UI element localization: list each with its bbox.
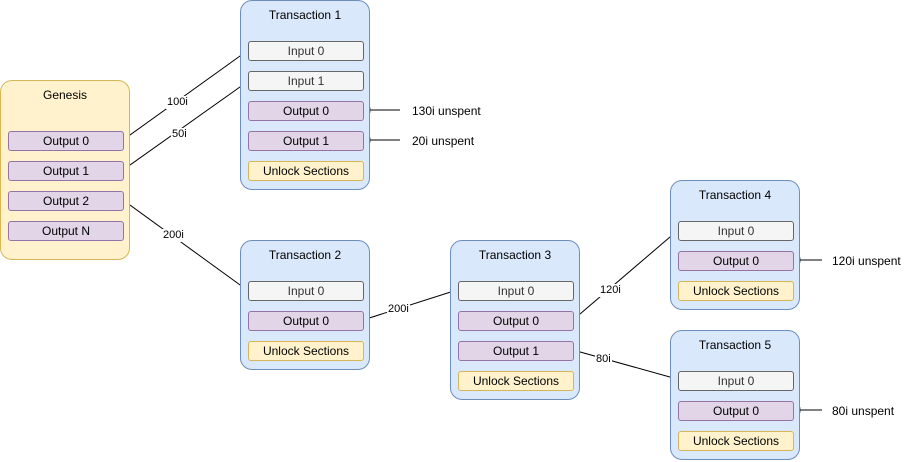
genesis-node[interactable]: Genesis Output 0 Output 1 Output 2 Outpu…: [0, 80, 130, 260]
transaction-5-output-0[interactable]: Output 0: [678, 401, 794, 421]
edge-label-80i: 80i: [595, 353, 612, 366]
genesis-output-2[interactable]: Output 2: [8, 191, 124, 211]
genesis-output-0[interactable]: Output 0: [8, 131, 124, 151]
transaction-2-input-0[interactable]: Input 0: [248, 281, 364, 301]
transaction-2-title: Transaction 2: [268, 248, 342, 262]
edge-label-200i-genesis: 200i: [162, 229, 185, 242]
transaction-3-input-0[interactable]: Input 0: [458, 281, 574, 301]
edge-tx3-out0-to-tx4-in0: [572, 230, 678, 321]
genesis-title: Genesis: [42, 88, 88, 102]
edge-g-out1-to-tx1-in1: [122, 81, 248, 171]
unspent-note-tx1-out1: 20i unspent: [412, 134, 475, 148]
transaction-4-output-0[interactable]: Output 0: [678, 251, 794, 271]
transaction-1-unlock-sections[interactable]: Unlock Sections: [248, 161, 364, 181]
edge-g-out0-to-tx1-in0: [122, 50, 248, 141]
transaction-2-node[interactable]: Transaction 2 Input 0 Output 0 Unlock Se…: [240, 240, 370, 370]
edge-label-50i: 50i: [171, 128, 188, 141]
transaction-4-node[interactable]: Transaction 4 Input 0 Output 0 Unlock Se…: [670, 180, 800, 310]
transaction-3-output-0[interactable]: Output 0: [458, 311, 574, 331]
transaction-2-unlock-sections[interactable]: Unlock Sections: [248, 341, 364, 361]
transaction-5-unlock-sections[interactable]: Unlock Sections: [678, 431, 794, 451]
transaction-1-output-1[interactable]: Output 1: [248, 131, 364, 151]
transaction-1-input-1[interactable]: Input 1: [248, 71, 364, 91]
transaction-5-title: Transaction 5: [698, 338, 772, 352]
edge-g-out2-to-tx2-in0: [122, 199, 248, 291]
edge-label-100i: 100i: [166, 96, 189, 109]
transaction-3-node[interactable]: Transaction 3 Input 0 Output 0 Output 1 …: [450, 240, 580, 400]
transaction-3-title: Transaction 3: [478, 248, 552, 262]
transaction-4-unlock-sections[interactable]: Unlock Sections: [678, 281, 794, 301]
edge-label-200i-tx2: 200i: [387, 303, 410, 316]
edge-tx2-out0-to-tx3-in0: [362, 289, 458, 321]
transaction-4-title: Transaction 4: [698, 188, 772, 202]
transaction-3-unlock-sections[interactable]: Unlock Sections: [458, 371, 574, 391]
unspent-note-tx1-out0: 130i unspent: [412, 104, 481, 118]
unspent-note-tx5-out0: 80i unspent: [832, 404, 895, 418]
genesis-output-1[interactable]: Output 1: [8, 161, 124, 181]
transaction-1-input-0[interactable]: Input 0: [248, 41, 364, 61]
unspent-note-tx4-out0: 120i unspent: [832, 254, 901, 268]
transaction-1-output-0[interactable]: Output 0: [248, 101, 364, 121]
transaction-5-node[interactable]: Transaction 5 Input 0 Output 0 Unlock Se…: [670, 330, 800, 460]
transaction-3-output-1[interactable]: Output 1: [458, 341, 574, 361]
edge-label-120i: 120i: [599, 284, 622, 297]
genesis-output-n[interactable]: Output N: [8, 221, 124, 241]
edge-tx3-out1-to-tx5-in0: [572, 349, 678, 381]
transaction-1-node[interactable]: Transaction 1 Input 0 Input 1 Output 0 O…: [240, 0, 370, 190]
transaction-1-title: Transaction 1: [268, 8, 342, 22]
transaction-4-input-0[interactable]: Input 0: [678, 221, 794, 241]
transaction-5-input-0[interactable]: Input 0: [678, 371, 794, 391]
transaction-2-output-0[interactable]: Output 0: [248, 311, 364, 331]
